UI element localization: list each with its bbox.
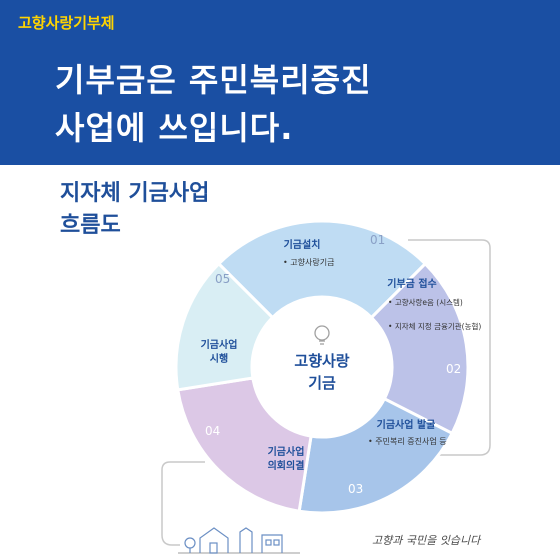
step-01-bullet-1: • 고향사랑기금: [283, 257, 334, 267]
headline: 기부금은 주민복리증진 사업에 쓰입니다.: [55, 56, 372, 152]
ring-segment-03: [297, 396, 455, 515]
step-01-title: 기금설치: [284, 238, 321, 251]
headline-line-2: 사업에 쓰입니다.: [55, 109, 294, 147]
header-banner: 고향사랑기부제 기부금은 주민복리증진 사업에 쓰입니다.: [0, 0, 560, 165]
headline-line-1: 기부금은 주민복리증진: [55, 61, 372, 99]
footer-slogan: 고향과 국민을 잇습니다: [372, 534, 482, 547]
step-02-title: 기부금 접수: [387, 277, 436, 290]
step-02-bullet-2: • 지자체 지정 금융기관(농협): [388, 321, 481, 331]
center-label-line-1: 고향사랑: [294, 352, 349, 370]
flow-connector-line-bottom: [161, 461, 205, 546]
step-01-number: 01: [370, 233, 385, 247]
center-circle: [256, 301, 388, 433]
village-houses-illustration: [178, 527, 300, 554]
ring-segment-01: [216, 219, 428, 320]
section-title-line-2: 흐름도: [60, 213, 121, 238]
step-04-number: 04: [205, 424, 220, 438]
flow-connector-line: [340, 239, 491, 456]
lightbulb-icon: [314, 325, 330, 345]
step-05-number: 05: [215, 272, 230, 286]
section-title: 지자체 기금사업 흐름도: [60, 178, 209, 242]
ring-segment-04: [176, 376, 313, 513]
center-label-line-2: 기금: [308, 374, 336, 392]
step-03-title: 기금사업 발굴: [377, 418, 436, 431]
step-02-number: 02: [446, 362, 461, 376]
ring-segment-02: [369, 261, 470, 436]
section-title-line-1: 지자체 기금사업: [60, 181, 210, 206]
ring-segment-05: [174, 261, 275, 392]
brand-label: 고향사랑기부제: [18, 14, 115, 32]
step-03-bullet-1: • 주민복리 증진사업 등: [368, 436, 447, 446]
step-02-bullet-1: • 고향사랑e음 (시스템): [388, 297, 463, 307]
step-03-number: 03: [348, 482, 363, 496]
